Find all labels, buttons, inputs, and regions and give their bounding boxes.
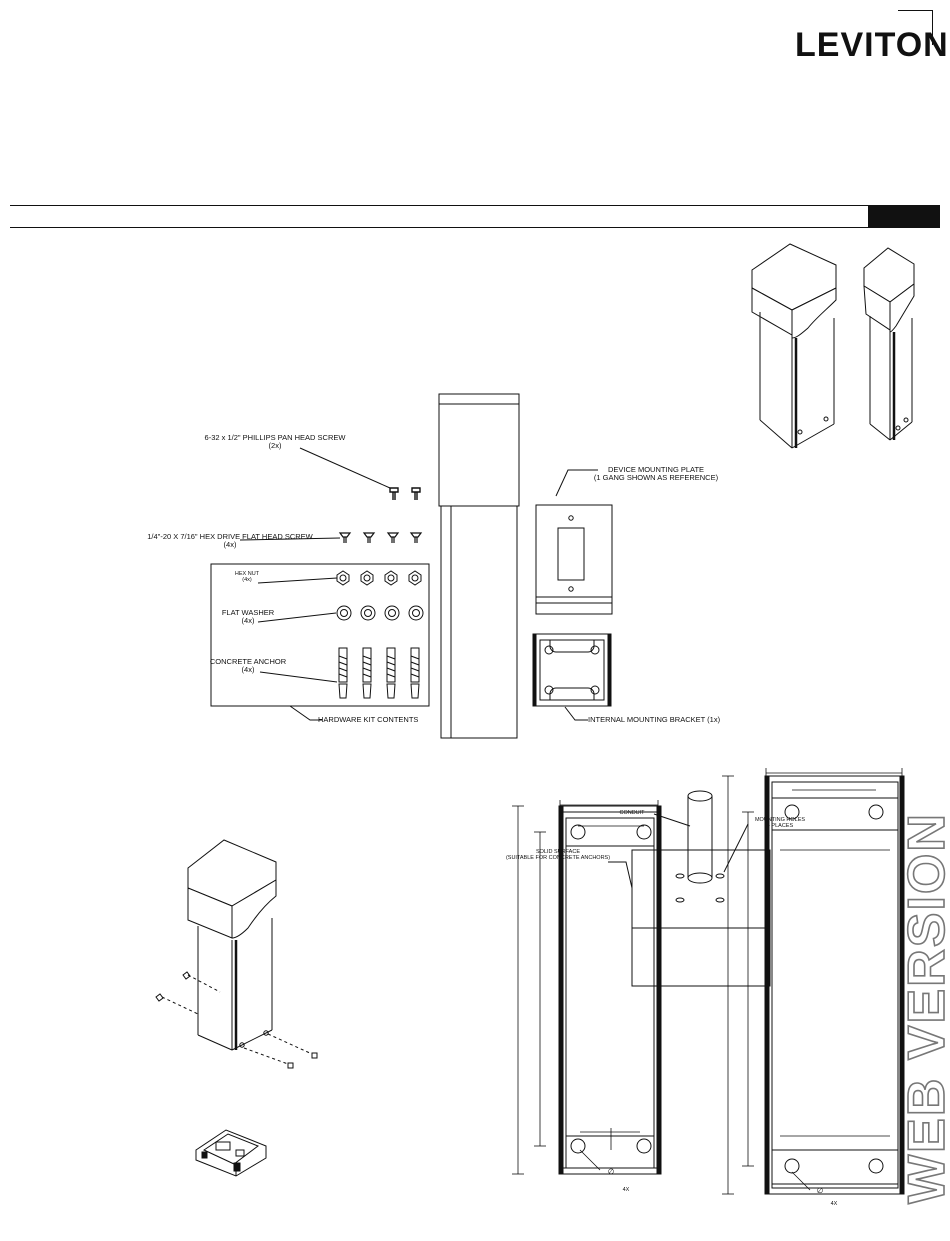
label-qty-left: 4X bbox=[622, 1187, 630, 1193]
bollard-render-large bbox=[751, 243, 837, 449]
bollard-render-small bbox=[863, 247, 915, 441]
watermark-text: WEB VERSION bbox=[897, 811, 950, 1204]
device-mounting-plate bbox=[535, 504, 613, 615]
bollard-post bbox=[438, 393, 520, 739]
label-conduit: CONDUIT bbox=[619, 810, 645, 816]
concrete-anchors bbox=[338, 647, 420, 699]
bracket-dimension-right bbox=[764, 775, 905, 1195]
web-version-watermark: WEB VERSION bbox=[897, 811, 950, 1204]
label-hardware-kit: HARDWARE KIT CONTENTS bbox=[318, 715, 419, 724]
label-device-mounting-plate: DEVICE MOUNTING PLATE (1 GANG SHOWN AS R… bbox=[593, 465, 719, 482]
label-hex-nut: HEX NUT (4x) bbox=[234, 571, 260, 583]
label-pan-head-screw: 6-32 x 1/2" PHILLIPS PAN HEAD SCREW (2x) bbox=[204, 433, 346, 450]
hardware-kit-box bbox=[210, 563, 430, 707]
leader-pan-head bbox=[299, 447, 391, 489]
header-rule-bottom bbox=[10, 227, 940, 228]
label-dia-left: ∅ bbox=[607, 1167, 615, 1176]
leviton-logo: LEVITON® bbox=[795, 26, 950, 65]
label-internal-bracket: INTERNAL MOUNTING BRACKET (1x) bbox=[588, 715, 721, 724]
logo-corner-mark bbox=[898, 10, 933, 45]
leader-hex-nut bbox=[257, 577, 338, 584]
leader-washer bbox=[257, 612, 337, 623]
flat-washers bbox=[336, 605, 424, 621]
conduit-surface-view bbox=[631, 790, 771, 987]
label-concrete-anchor: CONCRETE ANCHOR (4x) bbox=[209, 657, 287, 674]
label-dia-right: ∅ bbox=[816, 1186, 824, 1195]
brand-name: LEVITON bbox=[795, 26, 949, 64]
label-hex-drive-screw: 1/4"-20 X 7/16" HEX DRIVE FLAT HEAD SCRE… bbox=[147, 532, 313, 549]
label-flat-washer: FLAT WASHER (4x) bbox=[221, 608, 275, 625]
label-solid-surface: SOLID SURFACE (SUITABLE FOR CONCRETE ANC… bbox=[505, 849, 611, 861]
leader-device-plate bbox=[555, 469, 598, 497]
label-qty-right: 4X bbox=[830, 1201, 838, 1207]
leader-anchor bbox=[259, 671, 338, 683]
label-mounting-holes: MOUNTING HOLES 4 PLACES bbox=[754, 817, 806, 829]
bracket-dimension-left bbox=[558, 805, 662, 1175]
internal-mounting-bracket bbox=[532, 633, 612, 707]
hex-nuts bbox=[336, 570, 422, 586]
hex-drive-screws bbox=[338, 532, 423, 543]
bollard-exploded-view bbox=[155, 839, 318, 1177]
header-rule-top bbox=[10, 205, 940, 206]
header-tab bbox=[868, 206, 940, 227]
leader-hardware-kit bbox=[289, 705, 322, 721]
leader-hex-screw bbox=[239, 537, 341, 541]
leader-bracket bbox=[564, 706, 588, 721]
leader-solid-surface bbox=[608, 861, 633, 889]
dimension-lines bbox=[512, 768, 903, 1195]
pan-head-screws bbox=[389, 487, 421, 500]
